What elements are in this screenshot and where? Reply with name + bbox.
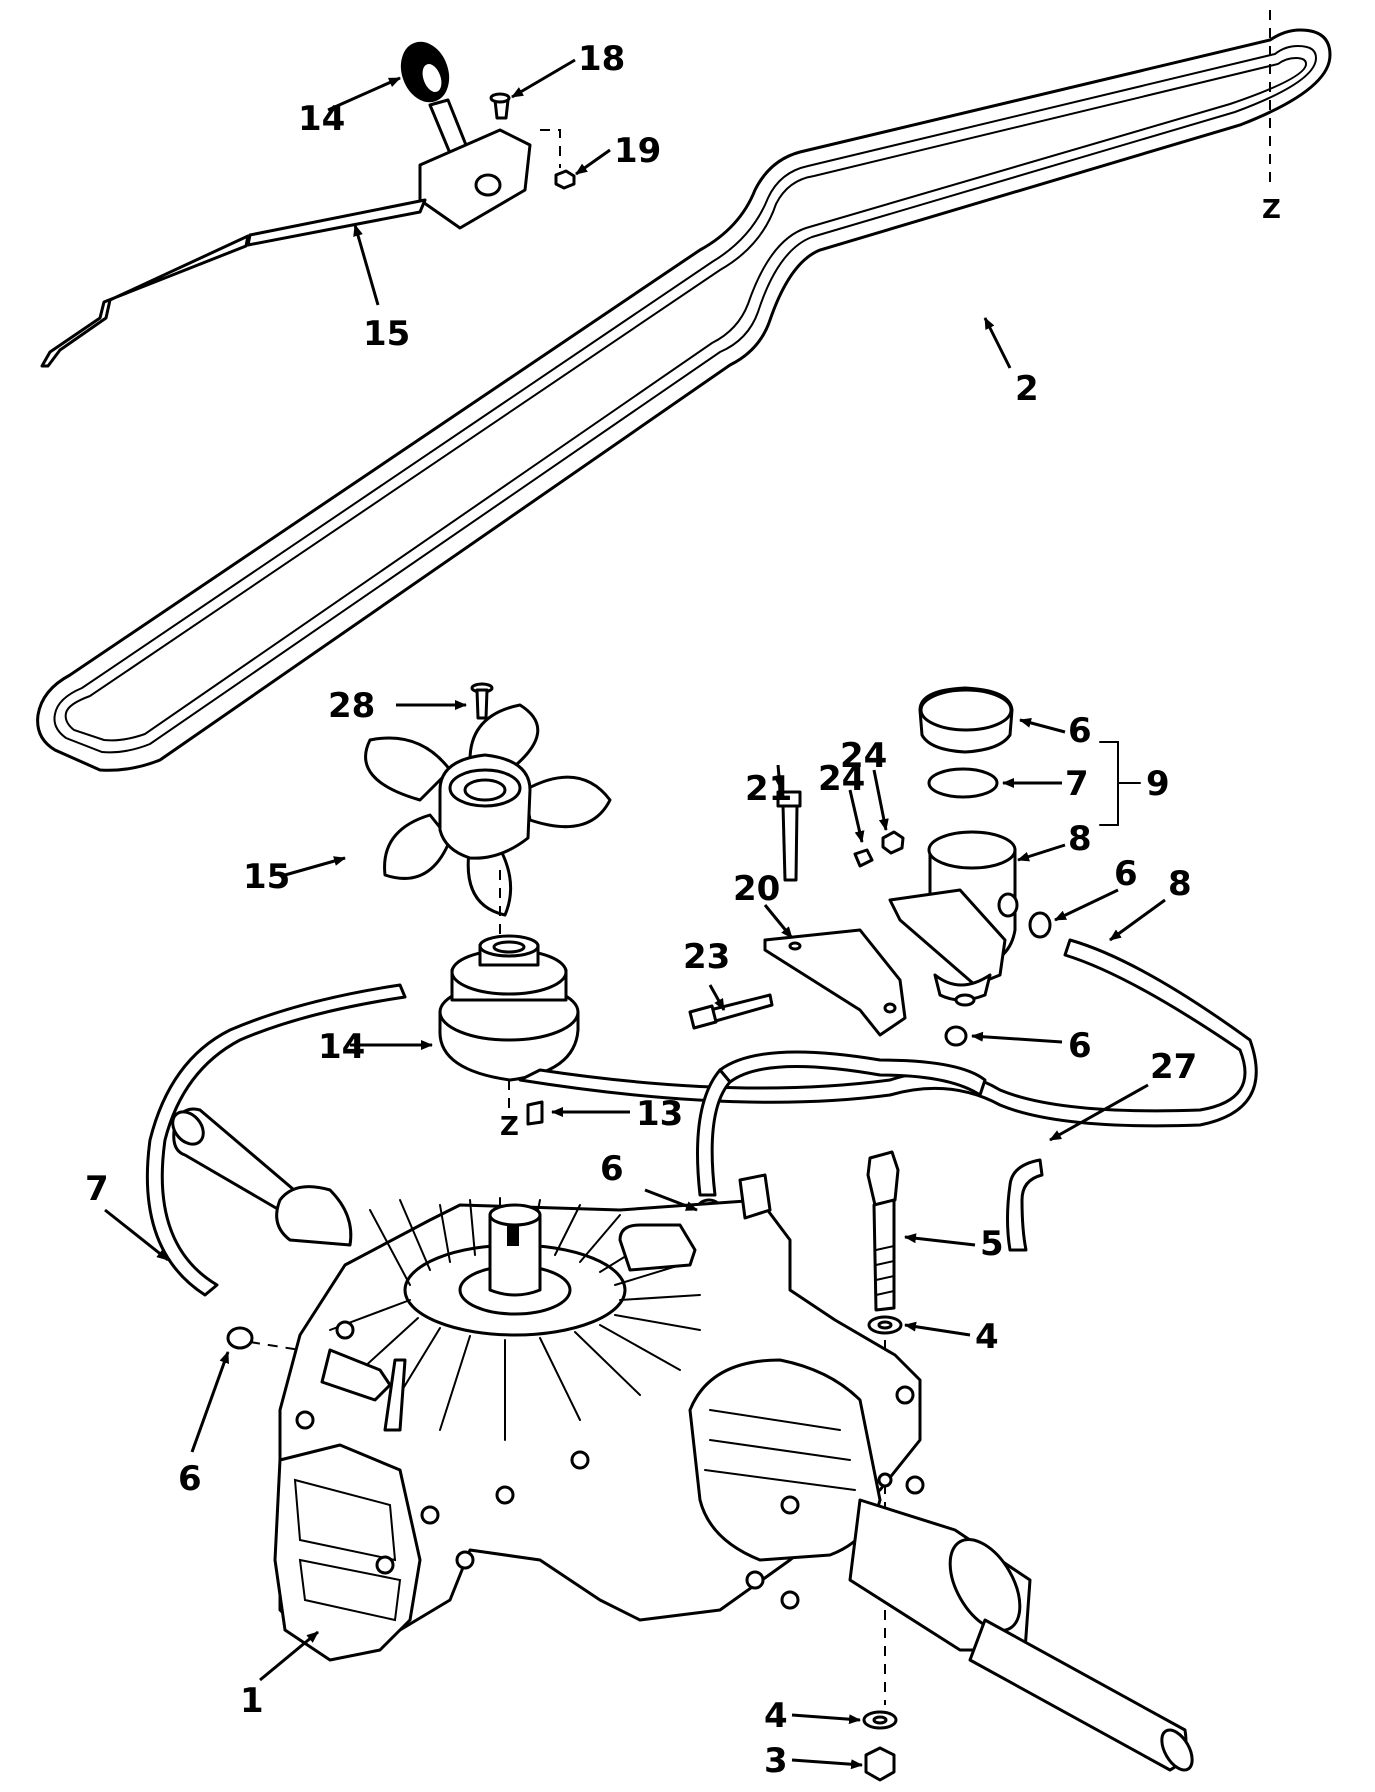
callout-6-lower: 6 <box>1068 1026 1092 1066</box>
callout-14: 14 <box>318 1027 365 1067</box>
callout-26: 24 <box>840 736 887 776</box>
cooling-fan <box>364 703 612 917</box>
callout-9: 9 <box>1146 764 1170 804</box>
hose-7 <box>145 983 407 1297</box>
callout-13: 13 <box>636 1094 683 1134</box>
control-rod <box>246 198 427 247</box>
hose-to-transaxle <box>696 1068 732 1197</box>
fitting-6-left <box>226 1326 254 1350</box>
key-13 <box>526 1100 544 1126</box>
nut-26 <box>881 830 905 855</box>
transaxle-assembly <box>171 1107 1194 1772</box>
callout-1: 1 <box>240 1681 264 1721</box>
right-axle <box>968 1618 1188 1772</box>
callout-18: 14 <box>298 99 345 139</box>
callout-4-lower: 4 <box>764 1696 788 1736</box>
callout-23: 20 <box>733 869 780 909</box>
fitting-6-lower <box>944 1025 968 1047</box>
washer-25 <box>853 848 874 868</box>
lever-bracket <box>418 128 532 230</box>
callout-10: 6 <box>1068 711 1092 751</box>
callout-8: 8 <box>1168 864 1192 904</box>
nut-21 <box>554 169 576 190</box>
reservoir-disc-11 <box>927 767 999 799</box>
drive-pulley <box>438 934 580 1110</box>
oil-reservoir <box>888 686 1052 1047</box>
callout-27: 27 <box>1150 1047 1197 1087</box>
fitting-6-reservoir <box>1028 911 1052 939</box>
lever-bracket-hole <box>474 173 502 197</box>
callout-24-lower: 23 <box>683 937 730 977</box>
callout-6-reservoir: 6 <box>1114 854 1138 894</box>
callout-25: 24 <box>818 759 865 799</box>
drive-belt <box>36 28 1332 772</box>
callout-28: 28 <box>328 686 375 726</box>
gear-housing <box>688 1358 882 1562</box>
callout-2: 2 <box>1015 369 1039 409</box>
bolt-24-vertical <box>781 803 799 882</box>
callout-11: 7 <box>1065 764 1089 804</box>
callout-24-upper: 21 <box>745 769 792 809</box>
callout-15: 15 <box>243 857 290 897</box>
hose-8 <box>518 938 1258 1128</box>
axis-marker-z-belt: Z <box>1262 195 1281 225</box>
nut-3 <box>864 1746 896 1782</box>
callout-3: 3 <box>764 1741 788 1781</box>
group-bracket-9 <box>1099 741 1119 826</box>
callout-19: 15 <box>363 314 410 354</box>
callout-7: 7 <box>85 1169 109 1209</box>
mounting-bolt-5 <box>866 1150 900 1312</box>
control-lever-assembly <box>40 41 576 368</box>
input-shaft <box>488 1213 542 1297</box>
callout-6-left: 6 <box>178 1459 202 1499</box>
callout-12: 8 <box>1068 819 1092 859</box>
bracket-23 <box>763 928 907 1037</box>
callout-6-top: 6 <box>600 1149 624 1189</box>
callout-20: 18 <box>578 39 625 79</box>
callout-21: 19 <box>614 131 661 171</box>
shift-arm <box>738 1173 772 1220</box>
screw-28 <box>470 682 494 720</box>
clamp-27 <box>1006 1158 1044 1252</box>
leader-arrows <box>104 58 1166 1770</box>
callout-labels: 14 18 19 15 2 28 6 9 7 8 24 24 21 15 20 … <box>85 39 1281 1781</box>
axis-marker-z-pulley: Z <box>500 1112 519 1142</box>
callout-4-upper: 4 <box>975 1317 999 1357</box>
control-rod-end <box>40 234 250 368</box>
end-cover <box>273 1443 422 1662</box>
mounting-bracket <box>688 790 907 1037</box>
callout-5: 5 <box>980 1224 1004 1264</box>
